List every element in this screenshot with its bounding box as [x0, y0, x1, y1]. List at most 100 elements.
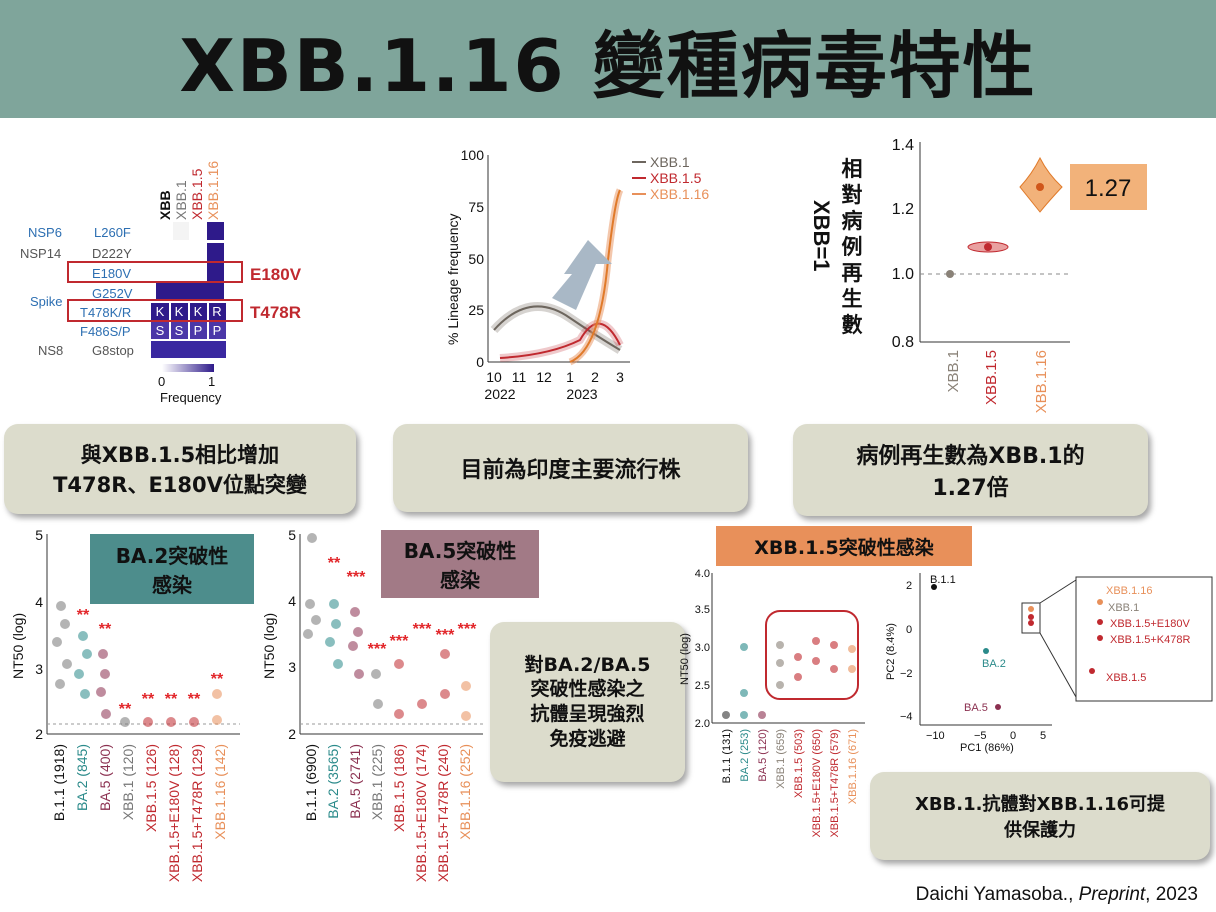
svg-text:4.0: 4.0 [695, 568, 710, 580]
svg-text:**: ** [165, 691, 178, 708]
svg-text:4: 4 [288, 593, 296, 609]
svg-text:XBB.1: XBB.1 [1108, 602, 1139, 614]
mutation-label: F486S/P [80, 324, 131, 339]
mutation-label: G8stop [92, 343, 134, 358]
variant-label: XBB.1.16 [205, 161, 221, 220]
gene-label: NSP6 [28, 225, 62, 240]
r-point-xbb1 [946, 270, 954, 278]
ba2-neutralization-chart: NT50 (log) 2 3 4 5 ** ** ** ** ** ** ** … [10, 527, 240, 882]
svg-text:XBB.1.5+E180V (128): XBB.1.5+E180V (128) [166, 744, 182, 882]
svg-text:XBB.1 (659): XBB.1 (659) [775, 729, 787, 789]
svg-text:B.1.1 (131): B.1.1 (131) [721, 729, 733, 783]
svg-text:10: 10 [486, 369, 502, 385]
citation: Daichi Yamasoba., Preprint, 2023 [915, 884, 1198, 905]
variant-label: XBB.1.5 [189, 168, 205, 220]
svg-text:0: 0 [158, 374, 165, 389]
svg-text:4: 4 [35, 594, 43, 610]
svg-text:BA.5 (400): BA.5 (400) [97, 744, 113, 811]
svg-text:XBB.1.5: XBB.1.5 [1106, 672, 1146, 684]
svg-text:**: ** [328, 555, 341, 572]
svg-text:XBB.1.5+E180V (174): XBB.1.5+E180V (174) [413, 744, 429, 882]
svg-text:病: 病 [842, 209, 863, 233]
svg-text:BA.5 (2741): BA.5 (2741) [347, 744, 363, 819]
summary-box-protection: XBB.1.抗體對XBB.1.16可提 供保護力 [870, 772, 1210, 860]
svg-text:P: P [194, 323, 203, 338]
summary-box-dominant: 目前為印度主要流行株 [393, 424, 748, 512]
svg-text:3: 3 [616, 369, 624, 385]
heat-cell [190, 322, 207, 339]
lineage-chart: 0 25 50 75 100 10 11 12 1 2 3 2022 2023 … [445, 147, 709, 402]
highlight-box-t478r [67, 299, 243, 322]
svg-text:11: 11 [512, 369, 527, 385]
heat-cell [171, 303, 188, 320]
svg-text:XBB.1.5+T478R (129): XBB.1.5+T478R (129) [189, 744, 205, 882]
heat-cell [171, 322, 188, 339]
svg-text:XBB.1 (120): XBB.1 (120) [120, 744, 136, 820]
svg-text:PC2 (8.4%): PC2 (8.4%) [885, 623, 897, 680]
svg-text:3.0: 3.0 [695, 642, 710, 654]
svg-text:XBB.1.16: XBB.1.16 [1033, 350, 1050, 413]
svg-text:5: 5 [1040, 730, 1046, 742]
heat-cell [156, 283, 224, 300]
heat-cell [173, 222, 189, 240]
lineage-ylabel: % Lineage frequency [445, 213, 461, 345]
svg-text:**: ** [119, 701, 132, 718]
svg-text:**: ** [188, 691, 201, 708]
heat-cell [209, 303, 226, 320]
heat-cell [209, 322, 226, 339]
svg-text:BA.2 (3565): BA.2 (3565) [325, 744, 341, 819]
heat-cell [151, 303, 169, 320]
svg-text:BA.2: BA.2 [982, 658, 1006, 670]
svg-text:**: ** [211, 671, 224, 688]
trend-arrow [552, 240, 612, 310]
mutation-label: G252V [92, 286, 133, 301]
svg-text:5: 5 [288, 527, 296, 543]
svg-text:XBB.1.16: XBB.1.16 [650, 186, 709, 202]
svg-text:25: 25 [468, 302, 484, 318]
svg-text:Frequency: Frequency [160, 390, 222, 405]
ba2-title: BA.2突破性 感染 [90, 534, 254, 604]
mutation-label: E180V [92, 266, 131, 281]
heat-cell [190, 303, 207, 320]
summary-box-reproduction: 病例再生數為XBB.1的 1.27倍 [793, 424, 1148, 516]
svg-text:0.8: 0.8 [892, 334, 914, 351]
svg-text:K: K [175, 304, 184, 319]
gene-label: NS8 [38, 343, 63, 358]
pca-chart: PC2 (8.4%) PC1 (86%) 2 0 −2 −4 −10 −5 0 … [885, 573, 1213, 754]
svg-text:1: 1 [566, 369, 574, 385]
svg-text:5: 5 [35, 527, 43, 543]
svg-text:NT50 (log): NT50 (log) [10, 613, 26, 679]
svg-text:2: 2 [906, 580, 912, 592]
svg-text:1.2: 1.2 [892, 201, 914, 218]
svg-text:**: ** [99, 621, 112, 638]
variant-label: XBB [157, 190, 173, 220]
pca-zoom-box [1075, 576, 1213, 702]
svg-text:XBB.1.16: XBB.1.16 [1106, 585, 1152, 597]
svg-text:0: 0 [476, 354, 484, 370]
highlight-label-t478r: T478R [250, 303, 301, 322]
svg-text:0: 0 [906, 624, 912, 636]
variant-label: XBB.1 [173, 180, 189, 220]
svg-text:−4: −4 [900, 711, 913, 723]
svg-text:XBB.1.16 (671): XBB.1.16 (671) [847, 729, 859, 804]
summary-box-immune-escape: 對BA.2/BA.5 突破性感染之 抗體呈現強烈 免疫逃避 [490, 622, 685, 782]
heat-cell [151, 322, 169, 339]
svg-text:3: 3 [35, 661, 43, 677]
mutation-label: T478K/R [80, 305, 131, 320]
highlight-label-e180v: E180V [250, 265, 302, 284]
svg-text:2: 2 [288, 726, 296, 742]
heat-cell [207, 243, 224, 261]
svg-text:XBB.1.5+E180V: XBB.1.5+E180V [1110, 618, 1190, 630]
svg-text:XBB.1.16 (252): XBB.1.16 (252) [457, 744, 473, 840]
svg-text:2022: 2022 [484, 386, 515, 402]
svg-text:3.5: 3.5 [695, 604, 710, 616]
svg-text:−2: −2 [900, 668, 913, 680]
reproduction-number-chart: 相 對 病 例 再 生 數 XBB=1 0.8 1.0 1.2 1.4 XBB.… [809, 137, 1147, 413]
svg-text:XBB.1.5 (503): XBB.1.5 (503) [793, 729, 805, 798]
svg-text:1: 1 [208, 374, 215, 389]
svg-text:相: 相 [842, 157, 863, 181]
svg-text:NT50 (log): NT50 (log) [679, 633, 691, 685]
svg-text:2: 2 [591, 369, 599, 385]
heat-cell [207, 263, 224, 281]
svg-text:XBB.1.5+E180V (650): XBB.1.5+E180V (650) [811, 729, 823, 838]
